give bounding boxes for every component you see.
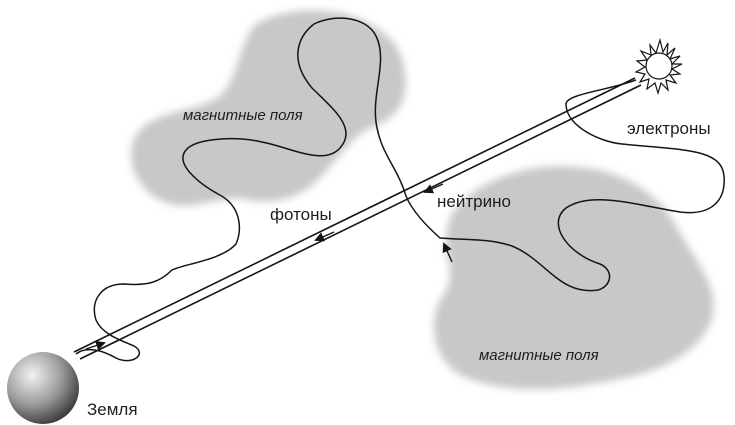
photon-track	[73, 77, 636, 353]
earth-approach-arrow	[85, 340, 106, 351]
neutrino-track	[79, 84, 642, 360]
electron-path-arrow	[442, 242, 453, 263]
photons-label: фотоны	[270, 205, 332, 224]
photon-arrow	[314, 231, 335, 242]
star-burst-icon	[634, 37, 683, 96]
neutrino-label: нейтрино	[437, 192, 511, 211]
neutrino-arrow	[423, 183, 444, 194]
earth-sphere-icon	[7, 352, 79, 424]
magnetic-field-cloud-top	[130, 10, 406, 206]
electron-path	[75, 17, 725, 362]
electrons-label: электроны	[627, 119, 711, 138]
magnetic-fields-label-bottom: магнитные поля	[479, 347, 599, 364]
magnetic-fields-label-top: магнитные поля	[183, 107, 303, 124]
earth-label: Земля	[87, 400, 138, 419]
magnetic-field-cloud-bottom	[433, 166, 714, 390]
